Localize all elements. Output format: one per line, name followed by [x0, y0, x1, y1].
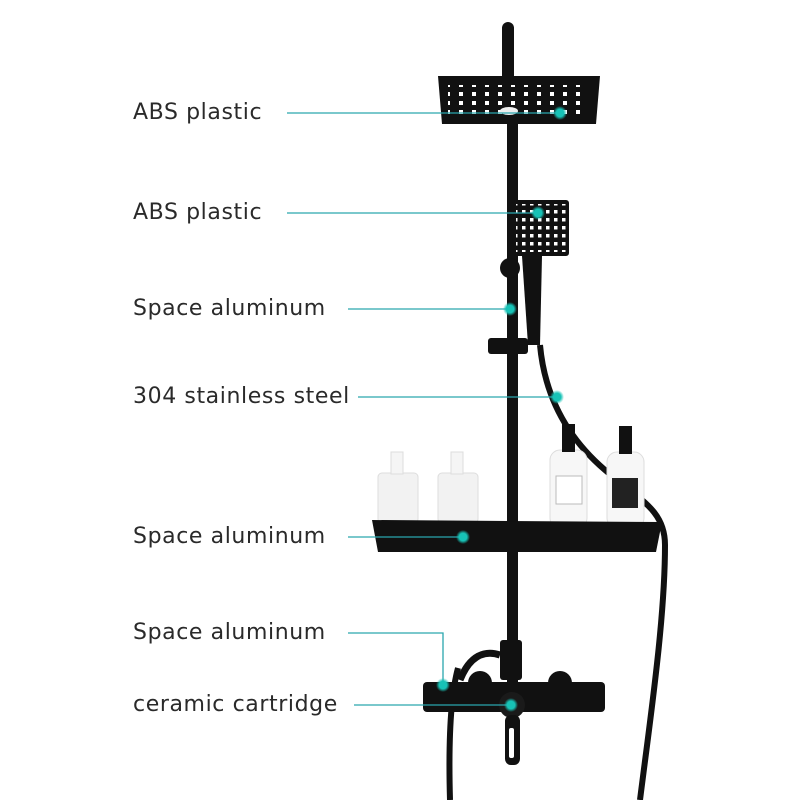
rain-shower-head — [438, 76, 600, 124]
callout-label-hand-shower: ABS plastic — [133, 200, 263, 225]
callout-label-cartridge: ceramic cartridge — [133, 692, 338, 717]
callout-label-hose: 304 stainless steel — [133, 384, 350, 409]
callout-label-valve-body: Space aluminum — [133, 620, 326, 645]
slide-bar-holder — [488, 338, 528, 354]
callout-dots — [436, 106, 567, 712]
callout-label-shelf: Space aluminum — [133, 524, 326, 549]
shelf — [372, 520, 662, 552]
shelf-bottles — [377, 424, 645, 529]
riser-pipe — [507, 124, 518, 684]
lower-hose — [446, 667, 461, 800]
callout-label-rain-head: ABS plastic — [133, 100, 263, 125]
callout-label-slide-bar: Space aluminum — [133, 296, 326, 321]
leader-lines — [287, 112, 560, 706]
hand-shower — [500, 200, 569, 345]
hand-shower-hose — [537, 344, 669, 800]
